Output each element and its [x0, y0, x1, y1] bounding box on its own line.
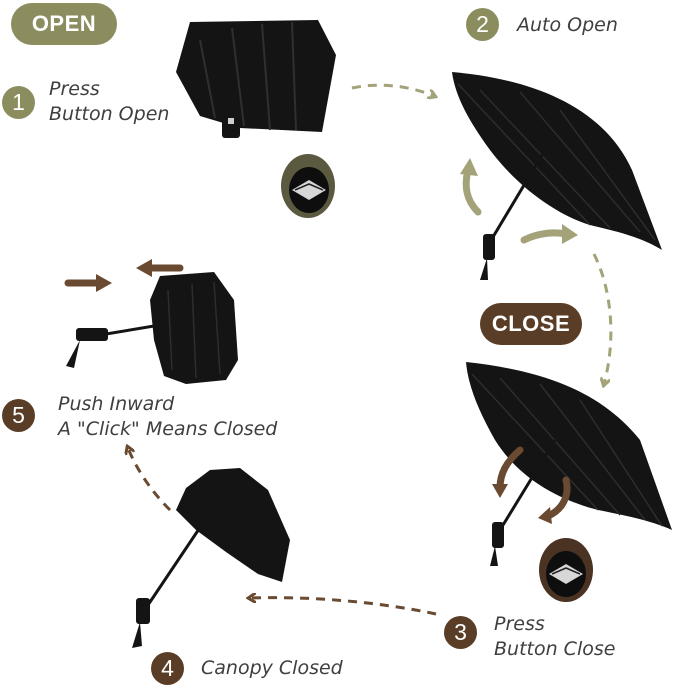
open-label: OPEN	[11, 3, 117, 45]
push-arrows-icon	[64, 259, 184, 292]
step-4-caption: Canopy Closed	[201, 657, 343, 679]
flow-arrow-2-3	[592, 253, 613, 384]
step-1-line2: Button Open	[49, 103, 170, 125]
flow-arrow-1-2	[351, 83, 434, 96]
flow-arrow-4-5	[128, 448, 172, 512]
step-1-caption: Press Button Open	[49, 77, 169, 127]
step-5-line1: Push Inward	[58, 393, 175, 415]
folded-umbrella-icon	[176, 20, 336, 138]
open-umbrella-icon	[452, 72, 662, 280]
step-2-caption: Auto Open	[517, 14, 618, 36]
collapsed-umbrella-icon	[132, 468, 290, 648]
step-5-badge: 5	[2, 399, 35, 432]
close-label: CLOSE	[480, 303, 582, 345]
step-1-badge: 1	[2, 86, 35, 119]
flow-arrow-3-4	[250, 598, 437, 616]
step-2-badge: 2	[466, 8, 499, 41]
step-1-line1: Press	[49, 78, 100, 100]
step-3-line1: Press	[494, 613, 545, 635]
step-3-badge: 3	[444, 616, 477, 649]
pushed-umbrella-icon	[66, 272, 238, 384]
swing-arrows-icon	[460, 158, 578, 524]
step-5-caption: Push Inward A "Click" Means Closed	[58, 392, 277, 442]
button-diamond-icon	[281, 154, 335, 218]
step-4-badge: 4	[151, 652, 184, 685]
closing-umbrella-icon	[466, 362, 672, 566]
step-5-line2: A "Click" Means Closed	[58, 418, 278, 440]
step-3-caption: Press Button Close	[494, 612, 615, 662]
step-3-line2: Button Close	[494, 638, 616, 660]
button-diamond-icon	[539, 538, 593, 602]
